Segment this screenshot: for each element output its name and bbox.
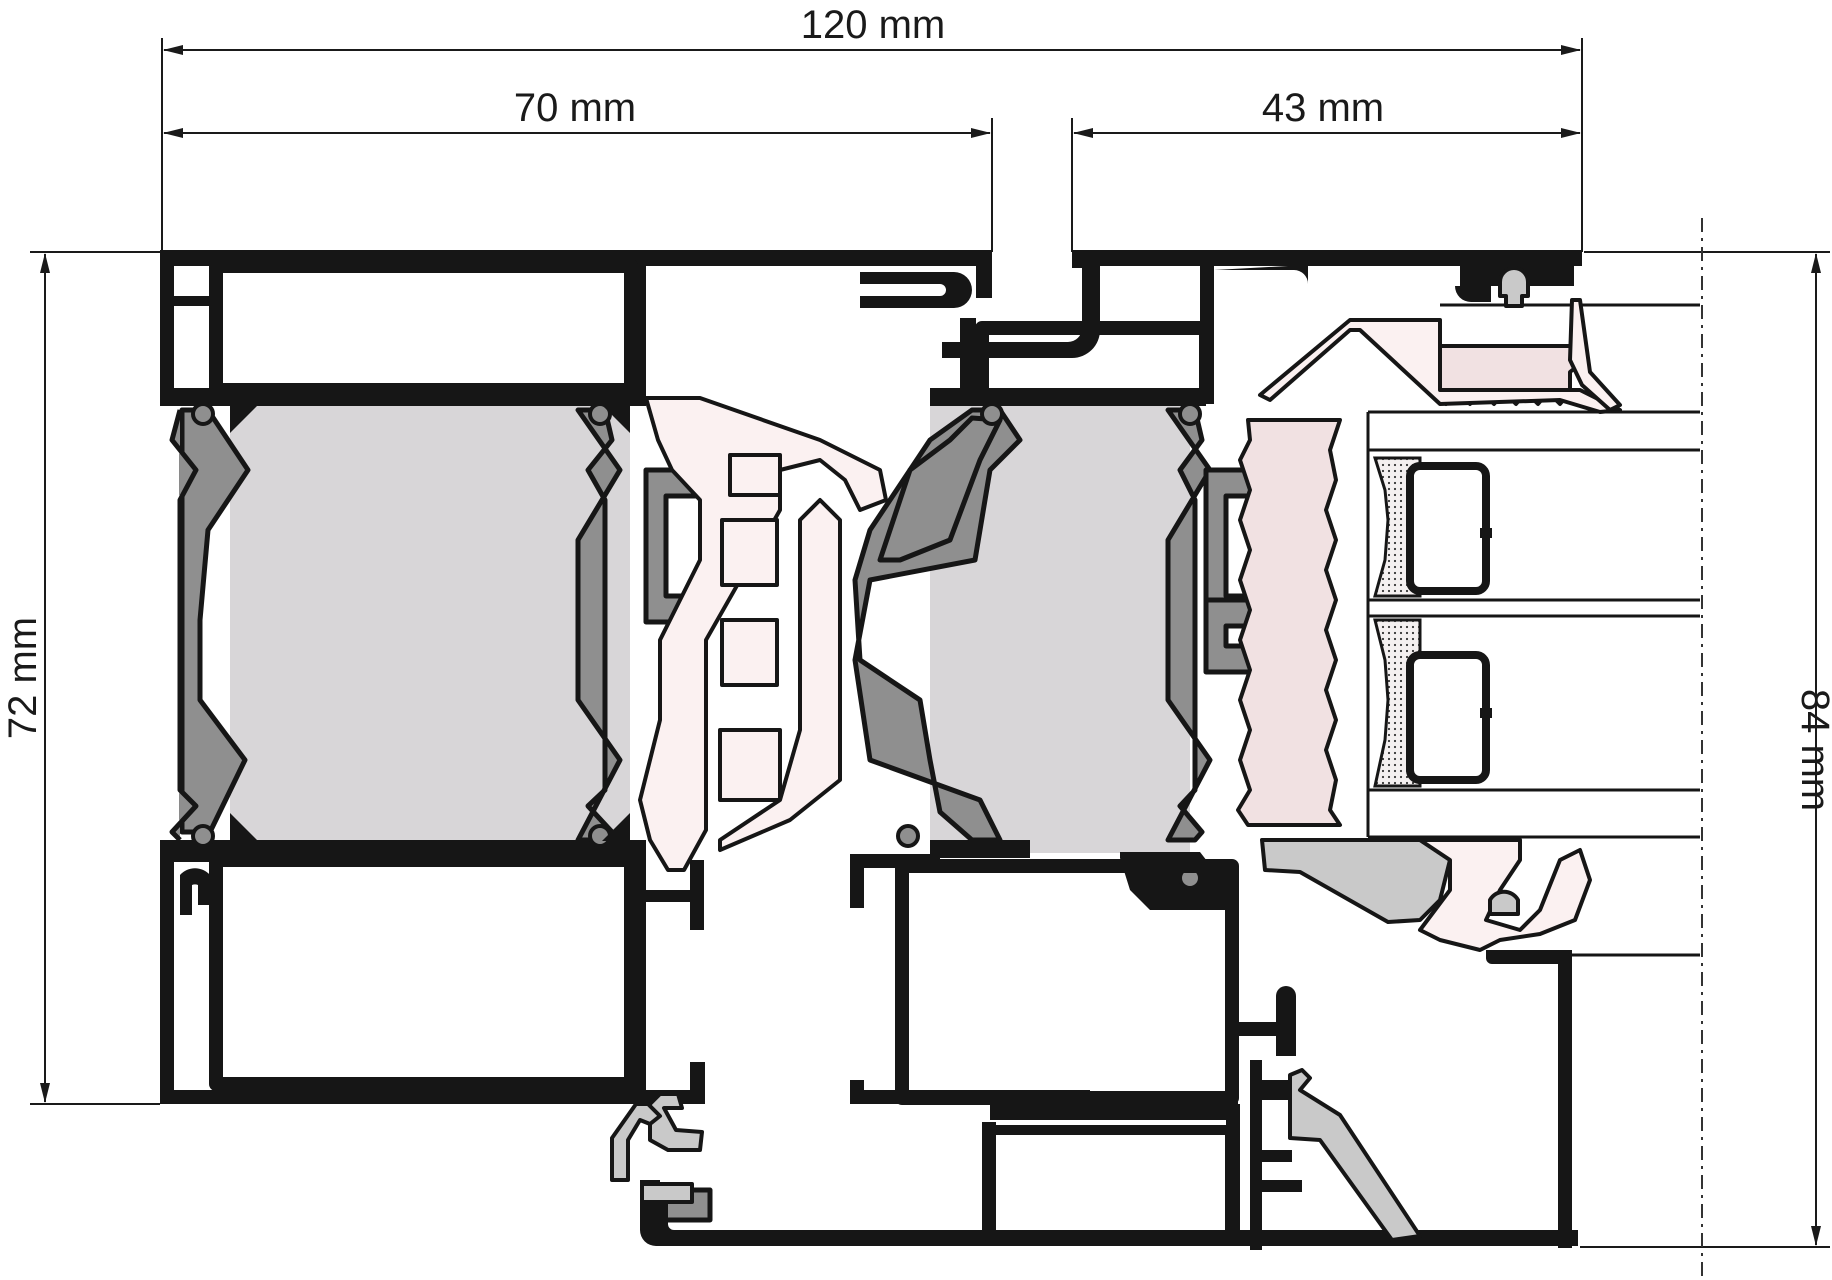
center-gasket <box>638 396 888 872</box>
frame-profile <box>160 250 992 1223</box>
dimension-lines: 120 mm 70 mm 43 mm 72 mm 84 mm <box>1 3 1832 1280</box>
dim-total-width-label: 120 mm <box>801 3 946 47</box>
glazing-unit <box>1236 266 1700 957</box>
sash-profile <box>640 250 1582 1250</box>
bottom-clip-gasket <box>610 1102 694 1204</box>
dim-sash-height-label: 84 mm <box>1793 689 1832 811</box>
dim-frame-depth-label: 70 mm <box>514 86 636 130</box>
dim-sash-depth-label: 43 mm <box>1262 86 1384 130</box>
dim-frame-height-label: 72 mm <box>1 617 45 739</box>
